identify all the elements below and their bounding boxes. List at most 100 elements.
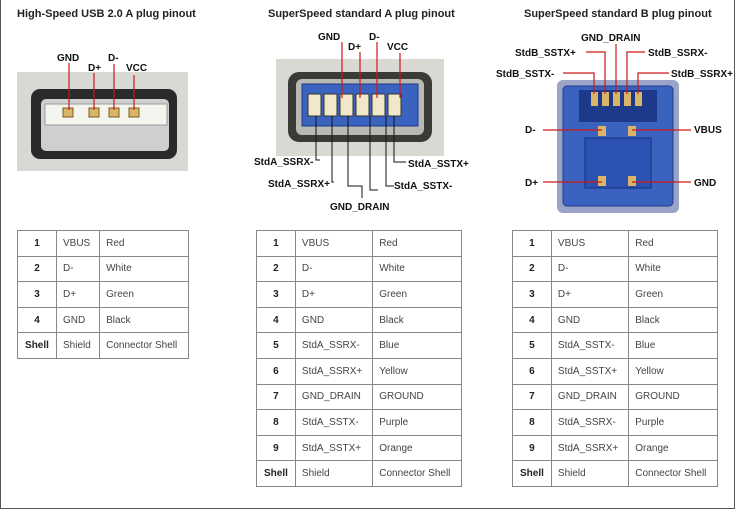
- contact-pin: [602, 92, 609, 106]
- signal-name-cell: GND: [55, 306, 101, 334]
- callout-vcc: VCC: [387, 42, 408, 53]
- pin-number-cell: 9: [512, 434, 552, 462]
- callout-dminus: D-: [525, 125, 536, 136]
- signal-name-cell: VBUS: [55, 230, 101, 257]
- leader-line: [347, 116, 363, 198]
- title-superspeed-a: SuperSpeed standard A plug pinout: [268, 8, 455, 20]
- contact-pin: [307, 93, 322, 117]
- callout-dplus: D+: [525, 178, 538, 189]
- callout-gnd: GND: [694, 178, 716, 189]
- pin-number-cell: 1: [512, 230, 552, 257]
- signal-name-cell: StdA_SSRX-: [294, 332, 374, 359]
- signal-name-cell: GND_DRAIN: [294, 383, 374, 411]
- callout-vcc: VCC: [126, 63, 147, 74]
- superspeed-b-plug-diagram: GND_DRAIN StdB_SSTX+ StdB_SSRX- StdB_SST…: [496, 33, 733, 213]
- wire-color-cell: Black: [628, 306, 718, 334]
- callout-stdb-sstx-plus: StdB_SSTX+: [515, 48, 576, 59]
- wire-color-cell: Purple: [372, 409, 462, 436]
- wire-color-cell: Yellow: [628, 357, 718, 385]
- wire-color-cell: Connector Shell: [372, 460, 462, 487]
- wire-color-cell: White: [99, 255, 189, 283]
- leader-line: [369, 116, 378, 191]
- signal-name-cell: D+: [55, 281, 101, 308]
- pin-number-cell: 6: [512, 357, 552, 385]
- pin-number-cell: 7: [256, 383, 296, 411]
- signal-name-cell: GND_DRAIN: [550, 383, 630, 411]
- leader-line: [637, 72, 669, 94]
- wire-color-cell: Black: [372, 306, 462, 334]
- pin-number-cell: 2: [256, 255, 296, 283]
- callout-gnd: GND: [318, 32, 340, 43]
- signal-name-cell: D+: [294, 281, 374, 308]
- callout-stdb-sstx-minus: StdB_SSTX-: [496, 69, 554, 80]
- callout-dplus: D+: [348, 42, 361, 53]
- wire-color-cell: Blue: [372, 332, 462, 359]
- wire-color-cell: Red: [628, 230, 718, 257]
- signal-name-cell: StdA_SSRX+: [550, 434, 630, 462]
- contact-pin: [598, 126, 606, 136]
- leader-line: [586, 51, 606, 94]
- pin-number-cell: Shell: [512, 460, 552, 487]
- pin-number-cell: Shell: [256, 460, 296, 487]
- pin-number-cell: 4: [17, 306, 57, 334]
- callout-dminus: D-: [108, 53, 119, 64]
- callout-gnd-drain: GND_DRAIN: [330, 202, 389, 213]
- contact-pin: [613, 92, 620, 106]
- contact-pin: [598, 176, 606, 186]
- signal-name-cell: StdA_SSRX-: [550, 409, 630, 436]
- leader-line: [626, 51, 645, 94]
- pin-number-cell: 8: [512, 409, 552, 436]
- wire-color-cell: Orange: [628, 434, 718, 462]
- pin-number-cell: 3: [256, 281, 296, 308]
- wire-color-cell: Blue: [628, 332, 718, 359]
- signal-name-cell: Shield: [550, 460, 630, 487]
- leader-line: [563, 72, 595, 94]
- pin-number-cell: Shell: [17, 332, 57, 359]
- callout-gnd: GND: [57, 53, 79, 64]
- callout-dminus: D-: [369, 32, 380, 43]
- wire-color-cell: Orange: [372, 434, 462, 462]
- callout-vbus: VBUS: [694, 125, 722, 136]
- callout-dplus: D+: [88, 63, 101, 74]
- wire-color-cell: GROUND: [628, 383, 718, 411]
- contact-pin: [339, 93, 354, 117]
- title-superspeed-b: SuperSpeed standard B plug pinout: [524, 8, 712, 20]
- wire-color-cell: Connector Shell: [99, 332, 189, 359]
- wire-color-cell: Purple: [628, 409, 718, 436]
- contact-pin: [371, 93, 386, 117]
- wire-color-cell: Green: [628, 281, 718, 308]
- pin-number-cell: 2: [512, 255, 552, 283]
- signal-name-cell: StdA_SSTX-: [550, 332, 630, 359]
- contact-pin: [387, 93, 402, 117]
- lower-contact-block: [584, 137, 652, 189]
- signal-name-cell: D-: [550, 255, 630, 283]
- signal-name-cell: D+: [550, 281, 630, 308]
- signal-name-cell: D-: [55, 255, 101, 283]
- wire-color-cell: Connector Shell: [628, 460, 718, 487]
- pin-number-cell: 3: [512, 281, 552, 308]
- signal-name-cell: StdA_SSTX+: [294, 434, 374, 462]
- pin-number-cell: 7: [512, 383, 552, 411]
- callout-stda-ssrx-plus: StdA_SSRX+: [268, 179, 330, 190]
- pin-number-cell: 3: [17, 281, 57, 308]
- contact-pin: [323, 93, 338, 117]
